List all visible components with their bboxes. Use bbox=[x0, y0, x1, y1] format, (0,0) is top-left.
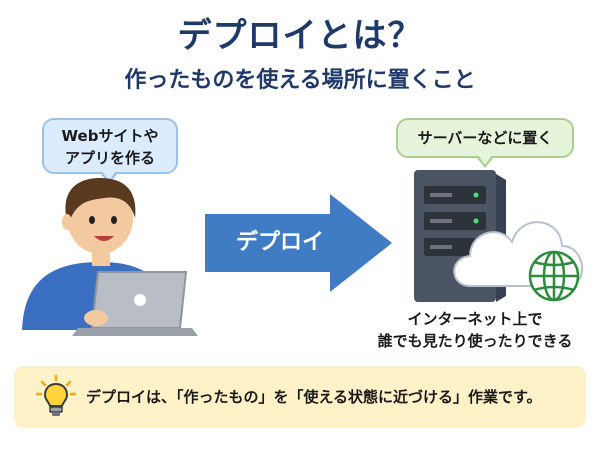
create-speech-bubble: Webサイトや アプリを作る bbox=[42, 118, 178, 174]
create-bubble-line1: Webサイトや bbox=[61, 127, 159, 145]
right-arrow-icon bbox=[205, 194, 392, 292]
deploy-arrow-label: デプロイ bbox=[235, 230, 324, 255]
bubble-tail bbox=[102, 171, 116, 181]
internet-description: インターネット上で 誰でも見たり使ったりできる bbox=[360, 308, 590, 352]
internet-line1: インターネット上で bbox=[407, 310, 543, 328]
page-subtitle: 作ったものを使える場所に置くこと bbox=[124, 68, 476, 93]
summary-text: デプロイは、「作ったもの」を「使える状態に近づける」作業です。 bbox=[86, 388, 542, 406]
bubble-tail bbox=[478, 155, 492, 165]
lightbulb-icon bbox=[36, 374, 76, 416]
internet-line2: 誰でも見たり使ったりできる bbox=[377, 332, 573, 350]
page-title: デプロイとは？ bbox=[177, 16, 423, 56]
globe-icon bbox=[528, 250, 580, 302]
person-with-laptop-icon bbox=[22, 178, 198, 336]
illustration-scene bbox=[22, 170, 583, 336]
create-bubble-line2: アプリを作る bbox=[64, 149, 155, 167]
summary-footer: デプロイは、「作ったもの」を「使える状態に近づける」作業です。 bbox=[14, 366, 586, 428]
